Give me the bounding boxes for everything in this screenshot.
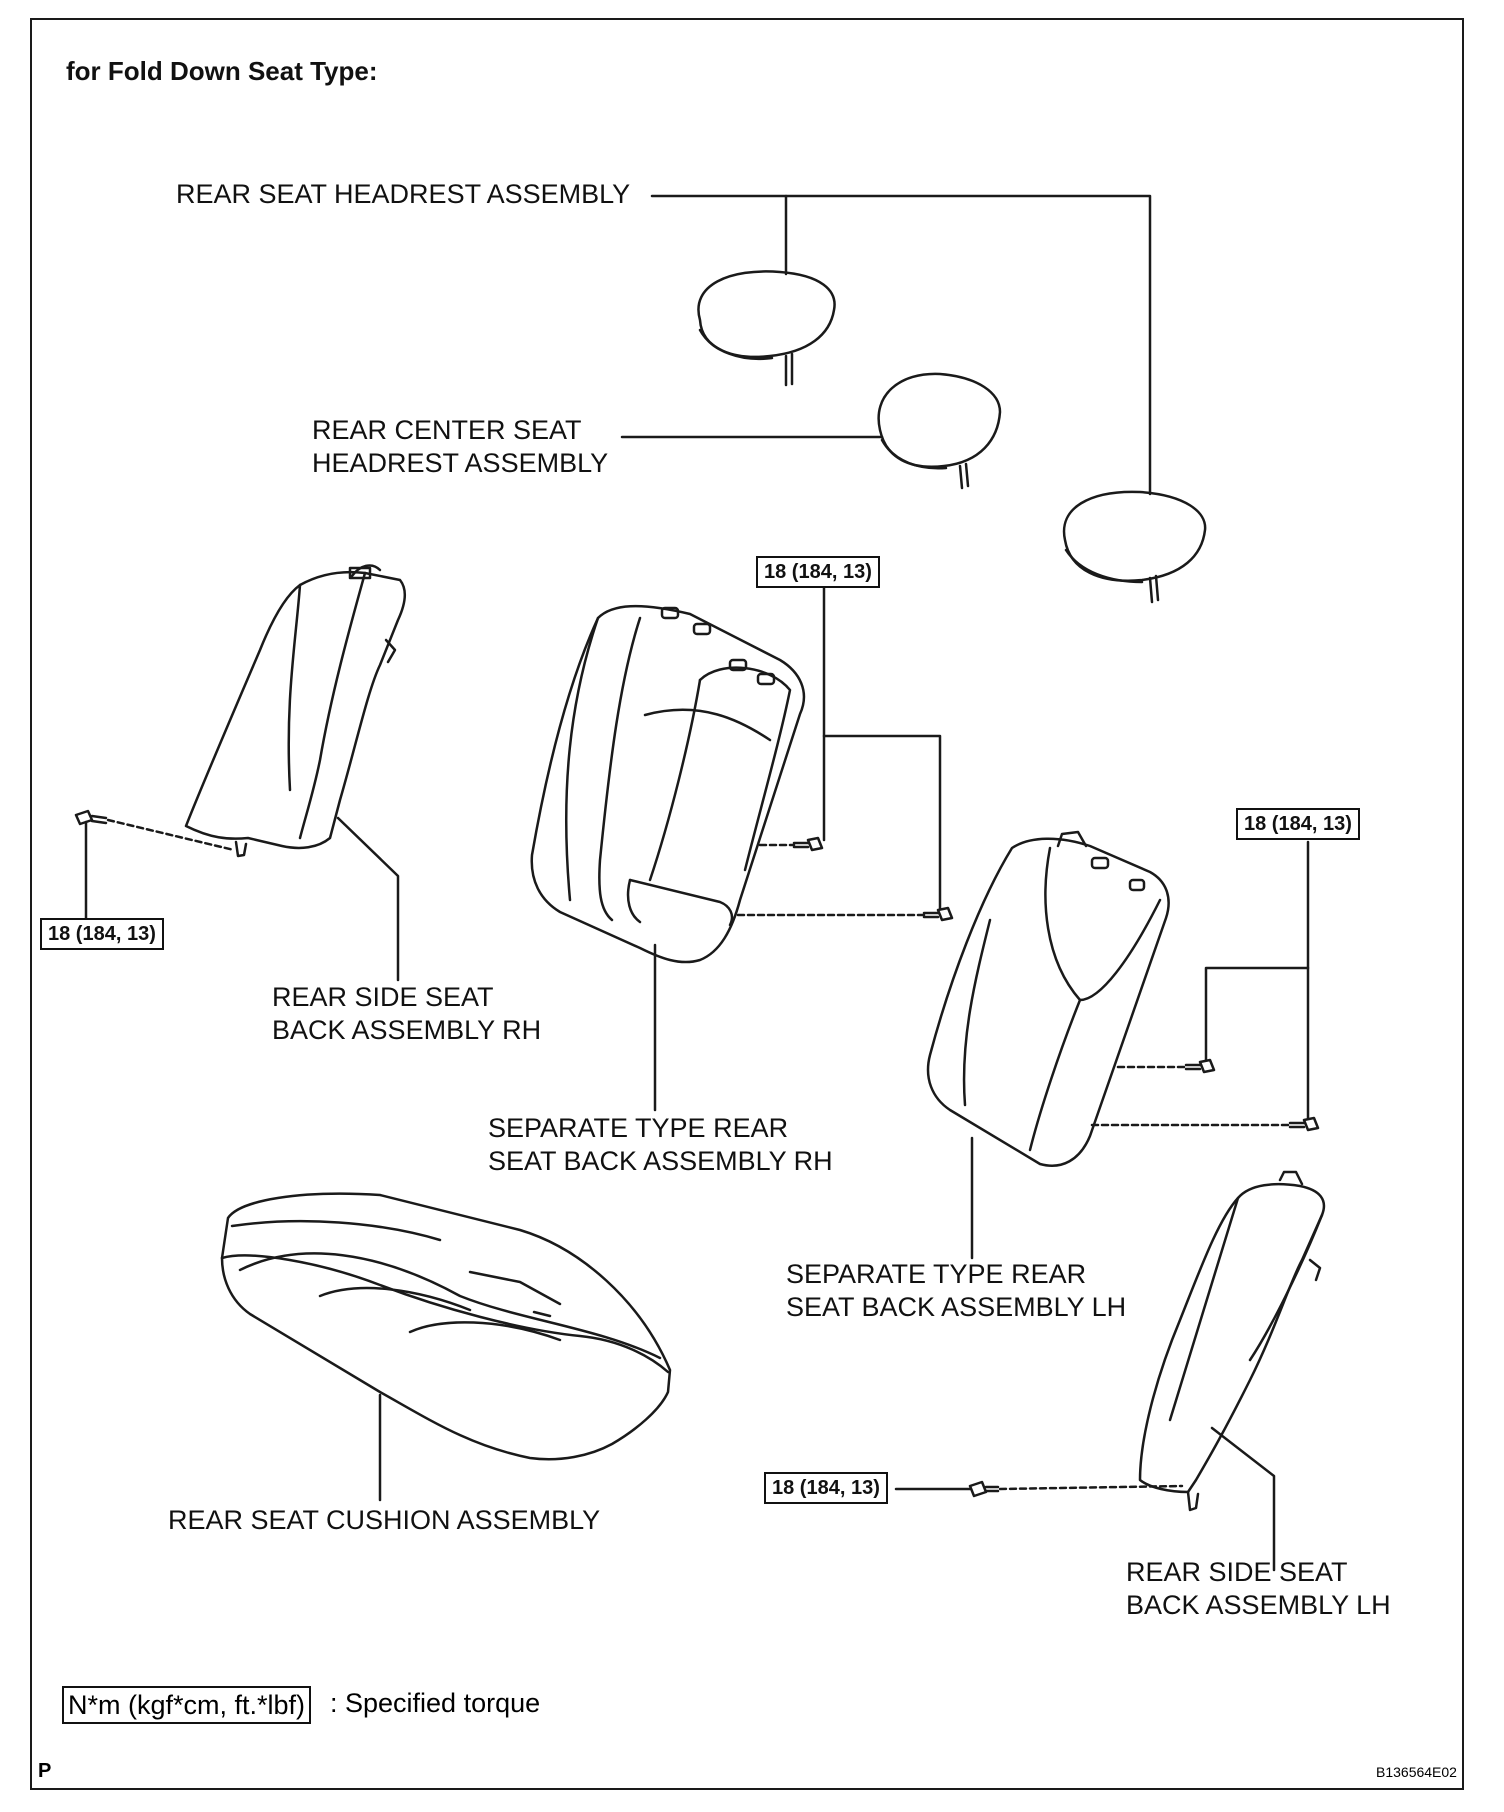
bolt-center-upper	[792, 836, 824, 852]
label-rear-seat-cushion: REAR SEAT CUSHION ASSEMBLY	[168, 1505, 601, 1535]
label-rear-side-seat-back-rh: REAR SIDE SEAT BACK ASSEMBLY RH	[272, 982, 542, 1045]
bolt-bottom-lh-dashed	[998, 1484, 1184, 1491]
torque-center-branch	[822, 734, 942, 910]
bolt-left-rh-dashed	[106, 818, 236, 852]
bolt-right-upper	[1184, 1058, 1216, 1074]
rear-center-seat-headrest	[877, 372, 1002, 490]
label-rear-side-seat-back-lh: REAR SIDE SEAT BACK ASSEMBLY LH	[1126, 1557, 1391, 1620]
rear-side-seat-back-lh	[1138, 1170, 1326, 1512]
bolt-center-lower	[922, 906, 954, 922]
bolt-left-rh	[74, 809, 108, 826]
separate-seat-back-lh	[926, 830, 1170, 1167]
figure-code: B136564E02	[1376, 1764, 1457, 1780]
label-separate-seat-back-lh: SEPARATE TYPE REAR SEAT BACK ASSEMBLY LH	[786, 1259, 1127, 1322]
bolt-right-lower	[1288, 1116, 1320, 1132]
legend-torque-unit: N*m (kgf*cm, ft.*lbf)	[62, 1686, 312, 1724]
torque-right-branch	[1204, 966, 1310, 1062]
label-separate-seat-back-rh: SEPARATE TYPE REAR SEAT BACK ASSEMBLY RH	[488, 1113, 833, 1176]
side-back-lh-leader	[1210, 1426, 1276, 1572]
legend-description: : Specified torque	[330, 1688, 541, 1718]
torque-callout-bottom: 18 (184, 13)	[764, 1472, 888, 1504]
side-back-rh-leader	[336, 816, 400, 982]
diagram-frame	[30, 18, 1464, 1790]
rear-side-seat-back-rh	[184, 564, 406, 858]
headrest-leader-lines	[620, 194, 1152, 496]
torque-callout-right: 18 (184, 13)	[1236, 808, 1360, 840]
separate-seat-back-rh	[530, 604, 806, 964]
rear-seat-cushion	[220, 1192, 672, 1461]
rear-seat-headrest-1	[697, 270, 836, 387]
label-rear-center-seat-headrest: REAR CENTER SEAT HEADREST ASSEMBLY	[312, 415, 609, 478]
bolt-bottom-lh	[968, 1480, 1000, 1498]
diagram-title: for Fold Down Seat Type:	[66, 56, 378, 86]
corner-mark: P	[38, 1760, 52, 1782]
label-rear-seat-headrest: REAR SEAT HEADREST ASSEMBLY	[176, 179, 631, 209]
rear-seat-headrest-3	[1062, 490, 1207, 604]
torque-callout-left: 18 (184, 13)	[40, 918, 164, 950]
torque-callout-center: 18 (184, 13)	[756, 556, 880, 588]
